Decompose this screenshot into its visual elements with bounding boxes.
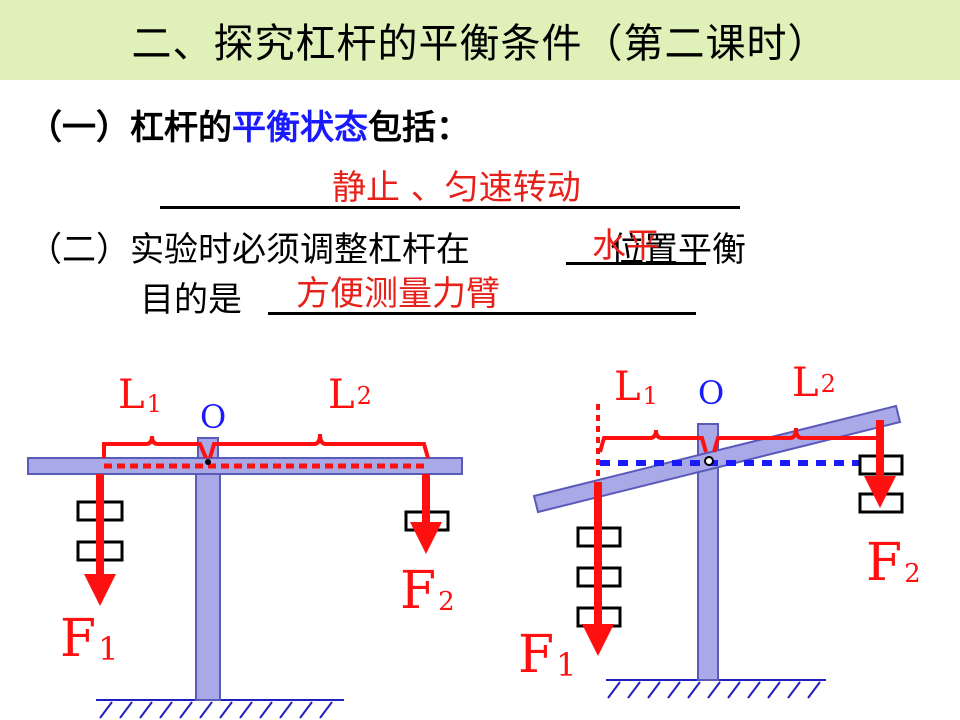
q2-answer-1: 水平 bbox=[592, 226, 660, 266]
right-diagram: L1 O L2 F1 F2 bbox=[518, 360, 921, 699]
right-label-f2: F2 bbox=[866, 533, 921, 593]
right-brace-l1 bbox=[598, 429, 708, 453]
left-pivot-point bbox=[205, 459, 211, 465]
q1-prefix: （一）杠杆的 bbox=[28, 108, 232, 148]
q1-answer-line bbox=[160, 206, 740, 209]
right-label-l1: L1 bbox=[614, 364, 658, 410]
q2-answer-2: 方便测量力臂 bbox=[296, 274, 500, 314]
left-brace-l2 bbox=[208, 433, 430, 459]
left-ground bbox=[96, 699, 344, 719]
slide-title: 二、探究杠杆的平衡条件（第二课时） bbox=[131, 21, 829, 67]
right-pivot-point bbox=[704, 456, 714, 466]
right-stand bbox=[697, 423, 719, 681]
q2-prefix: （二）实验时必须调整杠杆在 bbox=[28, 230, 470, 270]
left-label-l2: L2 bbox=[328, 372, 372, 418]
left-brace-l1 bbox=[102, 435, 208, 459]
right-brace-l2 bbox=[712, 427, 884, 453]
left-lever-bar bbox=[27, 457, 463, 475]
right-label-f1: F1 bbox=[518, 625, 576, 685]
right-right-weight-2 bbox=[858, 492, 904, 514]
left-label-f1: F1 bbox=[60, 609, 118, 669]
right-label-o: O bbox=[698, 374, 724, 412]
q2-answer2-line bbox=[268, 312, 696, 315]
q1-highlight: 平衡状态 bbox=[232, 108, 368, 148]
question-1: （一）杠杆的平衡状态包括： bbox=[28, 100, 470, 149]
q2-answer1-line bbox=[566, 262, 706, 265]
right-ground bbox=[606, 679, 826, 699]
right-label-l2: L2 bbox=[792, 360, 836, 406]
q1-answer: 静止 、匀速转动 bbox=[332, 168, 581, 208]
left-label-f2: F2 bbox=[400, 561, 455, 621]
q1-suffix: 包括： bbox=[368, 108, 470, 148]
left-label-l1: L1 bbox=[118, 372, 162, 418]
left-diagram: L1 O L2 F1 F2 bbox=[27, 372, 463, 719]
q2-line-2: 目的是 bbox=[140, 272, 242, 321]
left-label-o: O bbox=[200, 398, 226, 436]
left-stand bbox=[195, 469, 221, 701]
q2-line2-prefix: 目的是 bbox=[140, 280, 242, 320]
title-bar: 二、探究杠杆的平衡条件（第二课时） bbox=[0, 0, 960, 80]
